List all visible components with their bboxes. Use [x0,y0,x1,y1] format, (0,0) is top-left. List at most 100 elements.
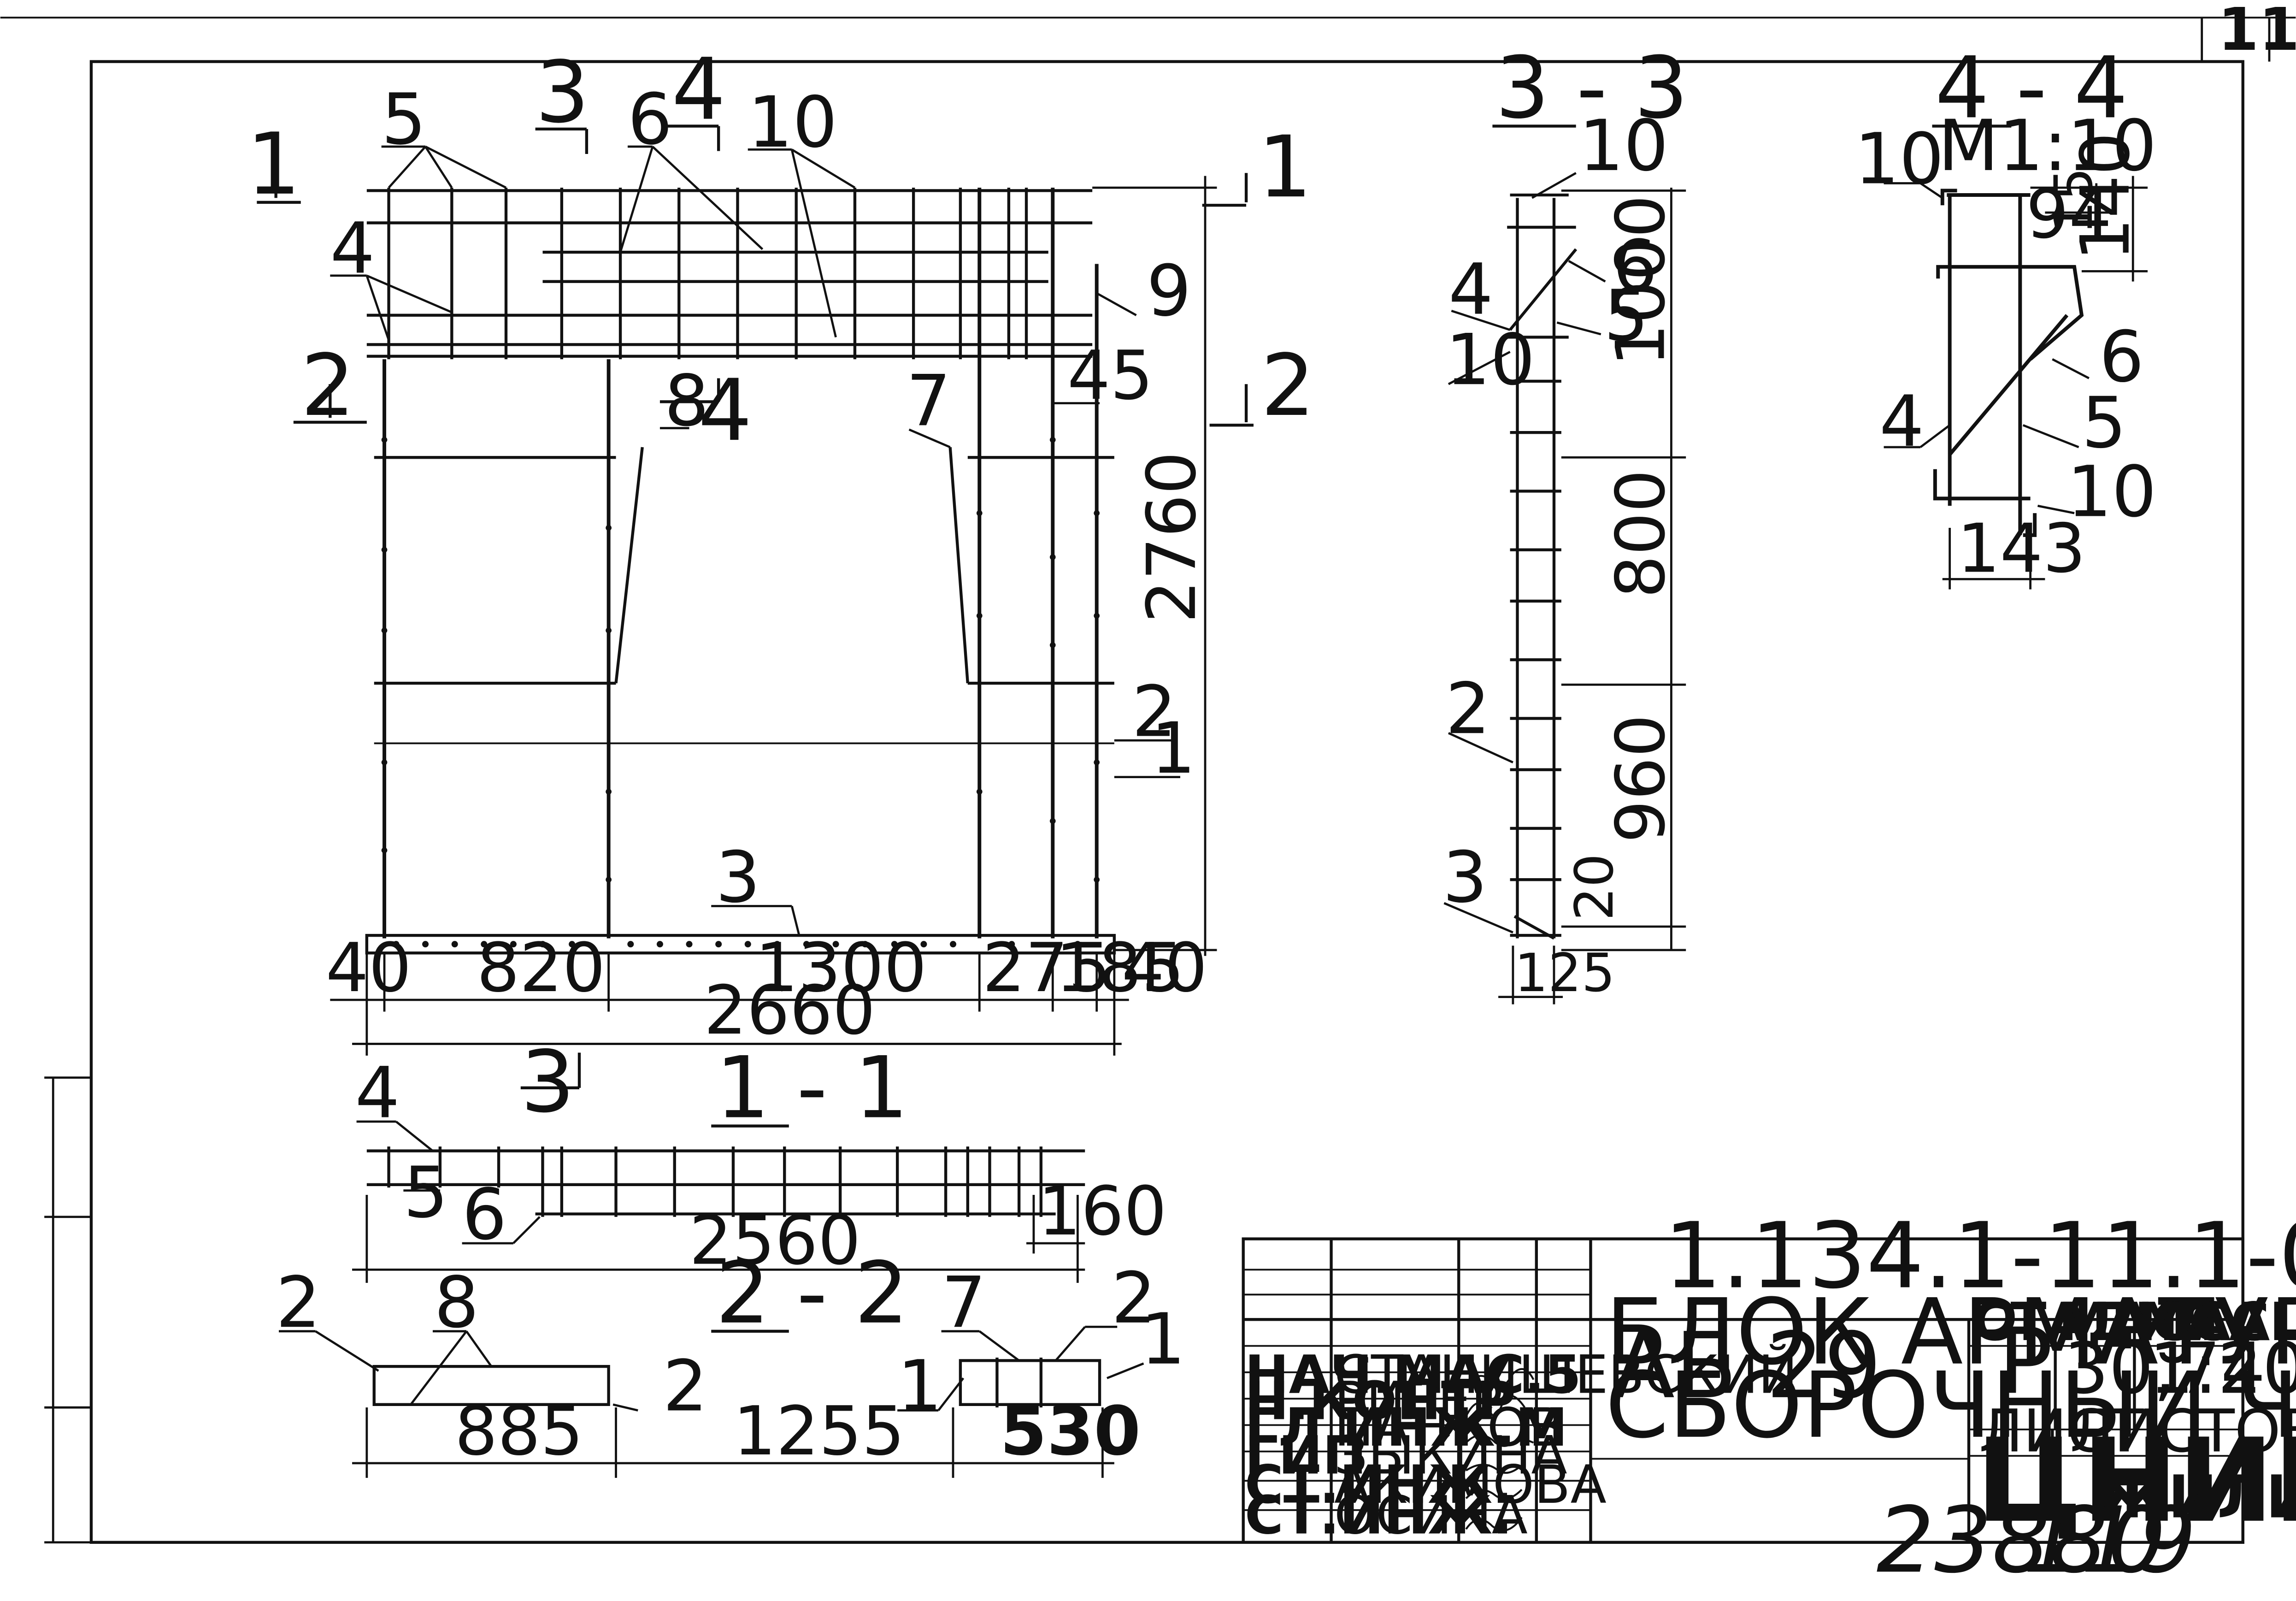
dim-160: 160 [1038,1172,1166,1251]
dim-275: 275 [983,928,1111,1007]
handwritten-page: 119 [2023,1487,2196,1593]
archive-number: 23880 [1877,1487,2166,1593]
s22-mark-1a: 1 [1141,1299,1185,1381]
section-2-2-dimensions [279,1325,1144,1478]
dim-2660: 2660 [704,971,875,1050]
signatures [1465,1368,1535,1532]
cut-4-mid: 4 [698,361,752,460]
dim-1255: 1255 [733,1392,905,1471]
main-elevation [365,188,1116,955]
dim-960: 960 [1601,715,1680,843]
s22-mark-7: 7 [942,1262,986,1344]
s11-mark-6: 6 [462,1174,507,1256]
cut-1-left: 1 [247,115,300,214]
mark-6: 6 [628,79,672,161]
header-scale: МАСШТАБ [2137,1292,2296,1353]
section-1-1-dimensions [352,1120,1085,1283]
stage-value: Р [1998,1308,2053,1414]
title-block-grid [1242,1237,2244,1544]
mark-5: 5 [382,79,426,161]
staff-name-6: ОСИНА [1334,1485,1528,1547]
cut-4-top: 4 [671,40,725,139]
mark-10: 10 [748,82,837,164]
dim-140: 140 [2066,132,2145,261]
cut-1-right: 1 [1258,118,1312,217]
cut-2-right: 2 [1261,336,1315,435]
org-logo: ЦНИИЭП [1976,1414,2296,1548]
doc-code: 1.134.1-11.1-00.29.000СБ [1664,1203,2296,1309]
dim-1300: 1300 [755,928,927,1007]
section-2-2-title: 2 - 2 [716,1244,909,1343]
staff-role-2: Н.КОНТР. [1245,1371,1536,1432]
staff-role-5: СТ.ИНЖ. [1245,1454,1513,1516]
s33-mark-6: 6 [1613,225,1657,307]
cut-2-left: 2 [301,336,355,435]
s22-mark-8: 8 [434,1262,479,1344]
mark-2: 2 [1132,671,1177,753]
dim-800: 800 [1601,469,1680,598]
section-3-3-dimensions [1498,188,1686,1004]
dim-885: 885 [455,1392,583,1471]
s22-mark-2a: 2 [276,1262,321,1344]
staff-role-3: ГЛ.ИНЖ.М [1245,1397,1568,1459]
staff-name-5: АКИМОВА [1334,1454,1607,1516]
dim-2760: 2760 [1132,451,1211,623]
s22-mark-2b: 2 [663,1346,707,1428]
s33-mark-10a: 10 [1579,105,1668,187]
dim-94: 94 [2026,175,2112,254]
rebar-dots [381,378,1100,948]
s44-mark-10a: 10 [1854,118,1944,201]
sheets-label: ЛИСТОВ 1 [2070,1398,2296,1466]
cut-3-bottom: 3 [521,1033,575,1132]
section-4-4-title: 4 - 4 [1935,38,2128,137]
dim-20: 20 [1564,854,1625,921]
s44-mark-10b: 10 [2067,451,2156,533]
s33-mark-3: 3 [1442,837,1487,919]
sheet-label: ЛИСТ [1979,1398,2144,1466]
header-stage: СТАДИЯ [1972,1292,2219,1353]
header-mass: МАССА [2058,1292,2270,1353]
leaders [330,145,1180,936]
s33-mark-10b: 10 [1446,319,1535,401]
s33-mark-4: 4 [1448,249,1493,331]
staff-role-1: НАЧ.МАС.5 [1245,1344,1581,1406]
mass-value: 30,74 [2064,1328,2266,1410]
s33-mark-5: 5 [1604,275,1648,357]
dim-143: 143 [1957,509,2086,588]
section-3-3-drawing [1507,193,1578,940]
staff-name-3: ПАНКОВ [1334,1397,1565,1459]
dim-530: 530 [1000,1392,1141,1471]
elevation-dimensions [330,176,1217,1056]
dim-1000: 1000 [1601,195,1680,366]
product-name-line2: АБ 29 [1613,1313,1882,1419]
dim-40-right: 40 [1122,928,1207,1007]
staff-role-6: СТ.ИНЖ. [1245,1485,1513,1547]
dim-2560: 2560 [689,1201,861,1280]
sheet-frame [0,17,2296,1544]
section-1-1-title: 1 - 1 [716,1038,909,1137]
mark-7: 7 [906,360,951,442]
s22-mark-2c: 2 [1111,1258,1156,1340]
staff-name-1: СТАНИШЕВСКИЙ [1334,1344,1798,1406]
org-suffix: ЖИЛИЩА [2096,1464,2296,1532]
staff-name-2: РИГЕР [1334,1371,1503,1432]
section-3-3-leaders [1443,172,1606,933]
dim-125: 125 [1514,943,1615,1004]
section-4-4-dimensions [1942,176,2148,590]
s11-mark-4: 4 [355,1052,400,1134]
scale-value: 1:20 [2149,1328,2296,1410]
dim-185: 185 [1056,928,1184,1007]
section-1-1-drawing [366,1146,1085,1217]
dim-45: 45 [1067,336,1153,415]
s22-mark-1b: 1 [897,1346,942,1428]
dim-40-left: 40 [326,928,412,1007]
dim-15: 15 [2043,167,2105,235]
s44-mark-4: 4 [1879,381,1924,463]
section-3-3-title: 3 - 3 [1495,38,1689,137]
product-name-line1: БЛОК АРМАТУРНЫЙ [1605,1279,2296,1385]
section-4-4-drawing [1933,189,2084,537]
mark-1: 1 [1151,708,1195,790]
s33-mark-2: 2 [1446,668,1490,750]
s44-mark-6: 6 [2099,316,2144,398]
